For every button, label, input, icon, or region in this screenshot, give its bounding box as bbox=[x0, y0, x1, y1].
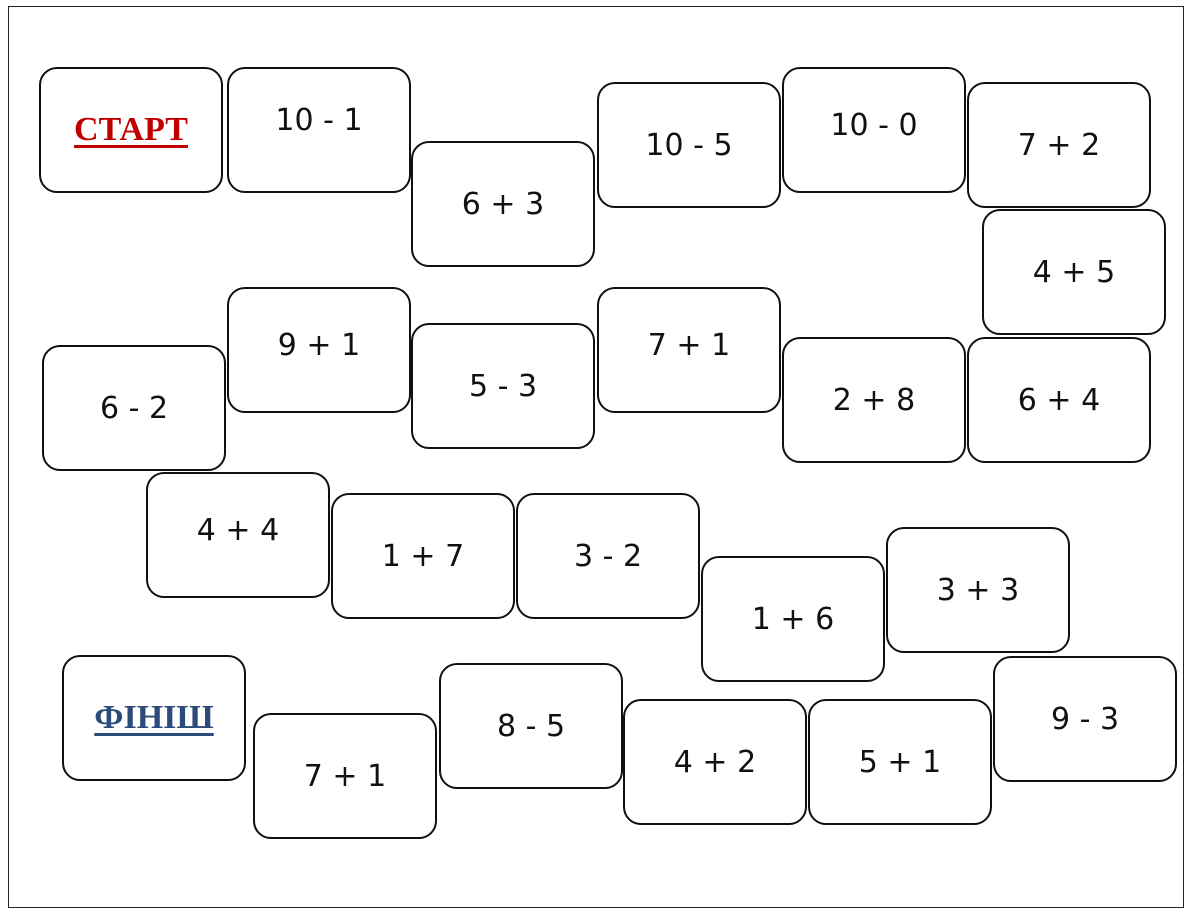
path-card[interactable]: 7 + 1 bbox=[253, 713, 437, 839]
path-card[interactable]: 4 + 2 bbox=[623, 699, 807, 825]
expression-text: 10 - 5 bbox=[645, 127, 733, 163]
path-card[interactable]: 1 + 7 bbox=[331, 493, 515, 619]
expression-text: 3 + 3 bbox=[936, 572, 1020, 608]
path-card[interactable]: 9 - 3 bbox=[993, 656, 1177, 782]
expression-text: 3 - 2 bbox=[573, 538, 643, 574]
expression-text: 1 + 6 bbox=[751, 601, 835, 637]
path-card[interactable]: 7 + 1 bbox=[597, 287, 781, 413]
expression-text: 7 + 1 bbox=[303, 758, 387, 794]
path-card[interactable]: 9 + 1 bbox=[227, 287, 411, 413]
expression-text: 4 + 5 bbox=[1032, 254, 1116, 290]
expression-text: 7 + 1 bbox=[647, 327, 731, 363]
expression-text: 10 - 0 bbox=[830, 107, 918, 143]
finish-card[interactable]: ФІНІШ bbox=[62, 655, 246, 781]
path-card[interactable]: 1 + 6 bbox=[701, 556, 885, 682]
expression-text: 8 - 5 bbox=[496, 708, 566, 744]
expression-text: 9 + 1 bbox=[277, 327, 361, 363]
expression-text: 9 - 3 bbox=[1050, 701, 1120, 737]
expression-text: 1 + 7 bbox=[381, 538, 465, 574]
path-card[interactable]: 8 - 5 bbox=[439, 663, 623, 789]
start-label: СТАРТ bbox=[74, 111, 188, 148]
expression-text: 6 + 4 bbox=[1017, 382, 1101, 418]
path-card[interactable]: 7 + 2 bbox=[967, 82, 1151, 208]
path-card[interactable]: 10 - 5 bbox=[597, 82, 781, 208]
worksheet-frame: СТАРТ 10 - 1 6 + 3 10 - 5 10 - 0 7 + 2 4… bbox=[8, 6, 1184, 908]
expression-text: 5 - 3 bbox=[468, 368, 538, 404]
path-card[interactable]: 6 - 2 bbox=[42, 345, 226, 471]
path-card[interactable]: 2 + 8 bbox=[782, 337, 966, 463]
path-card[interactable]: 4 + 4 bbox=[146, 472, 330, 598]
expression-text: 10 - 1 bbox=[275, 102, 363, 138]
path-card[interactable]: 5 - 3 bbox=[411, 323, 595, 449]
path-card[interactable]: 6 + 4 bbox=[967, 337, 1151, 463]
expression-text: 7 + 2 bbox=[1017, 127, 1101, 163]
path-card[interactable]: 5 + 1 bbox=[808, 699, 992, 825]
expression-text: 6 + 3 bbox=[461, 186, 545, 222]
path-card[interactable]: 10 - 1 bbox=[227, 67, 411, 193]
expression-text: 6 - 2 bbox=[99, 390, 169, 426]
path-card[interactable]: 10 - 0 bbox=[782, 67, 966, 193]
expression-text: 4 + 2 bbox=[673, 744, 757, 780]
start-card[interactable]: СТАРТ bbox=[39, 67, 223, 193]
finish-label: ФІНІШ bbox=[94, 699, 214, 736]
expression-text: 5 + 1 bbox=[858, 744, 942, 780]
path-card[interactable]: 3 - 2 bbox=[516, 493, 700, 619]
path-card[interactable]: 4 + 5 bbox=[982, 209, 1166, 335]
expression-text: 2 + 8 bbox=[832, 382, 916, 418]
expression-text: 4 + 4 bbox=[196, 512, 280, 548]
path-card[interactable]: 3 + 3 bbox=[886, 527, 1070, 653]
path-card[interactable]: 6 + 3 bbox=[411, 141, 595, 267]
